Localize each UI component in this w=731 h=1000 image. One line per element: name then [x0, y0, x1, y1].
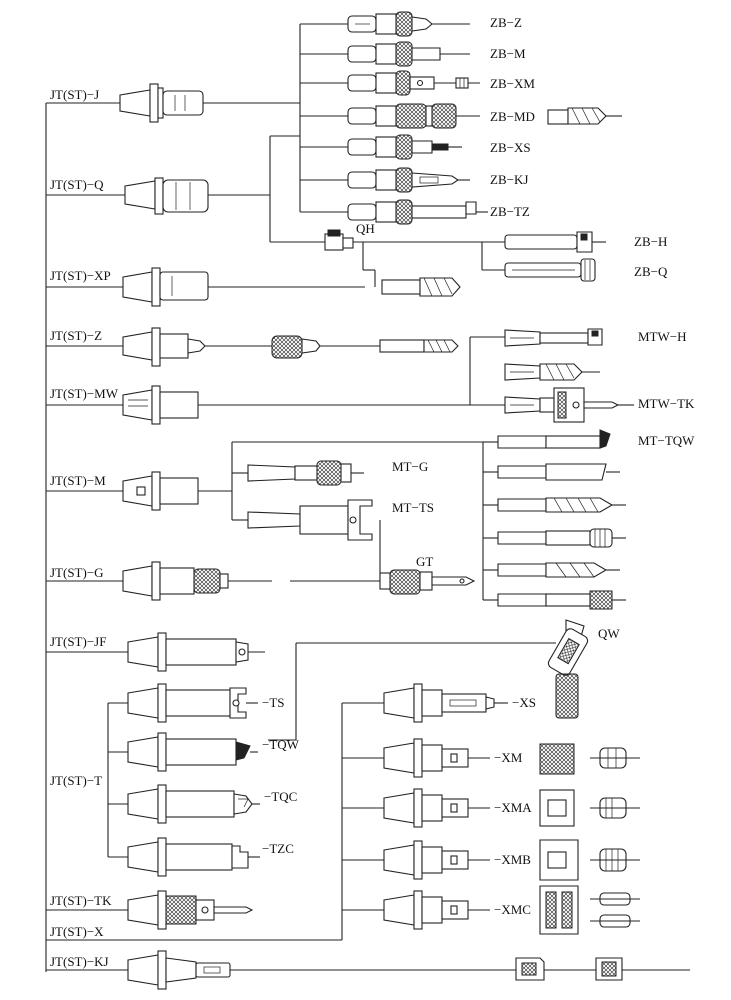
holder-labels: JT(ST)−J JT(ST)−Q JT(ST)−XP JT(ST)−Z JT(… [50, 87, 119, 969]
label-jt-xp: JT(ST)−XP [50, 268, 111, 283]
label-t-ts: −TS [262, 695, 285, 710]
mt-tqw-tools: MT−TQW [497, 429, 695, 610]
group-jt-t [107, 702, 128, 858]
label-jt-tk: JT(ST)−TK [50, 893, 112, 908]
holder-jt-z [122, 327, 272, 367]
label-jt-q: JT(ST)−Q [50, 177, 104, 192]
label-zb-m: ZB−M [490, 46, 526, 61]
label-mt-tqw: MT−TQW [638, 433, 695, 448]
label-zb-tz: ZB−TZ [490, 204, 530, 219]
zb-z-tool: ZB−Z [347, 11, 522, 37]
holder-jt-q [124, 177, 270, 215]
zb-xm-tool: ZB−XM [347, 70, 535, 96]
label-t-tzc: −TZC [262, 841, 294, 856]
label-jt-mw: JT(ST)−MW [50, 386, 119, 401]
drill-chuck [271, 335, 380, 359]
holder-jt-tk [127, 890, 254, 930]
label-zb-kj: ZB−KJ [490, 172, 528, 187]
label-mt-g: MT−G [392, 459, 428, 474]
mtw-h-tool: MTW−H [504, 328, 687, 347]
label-zb-q: ZB−Q [634, 264, 668, 279]
label-x-xs: −XS [512, 695, 536, 710]
label-jt-x: JT(ST)−X [50, 924, 104, 939]
label-jt-g: JT(ST)−G [50, 565, 104, 580]
main-spine [45, 102, 342, 972]
label-jt-kj: JT(ST)−KJ [50, 954, 109, 969]
label-x-xmb: −XMB [494, 852, 531, 867]
holder-jt-t-ts: −TS [127, 683, 285, 723]
holder-jt-mw [122, 385, 470, 425]
holder-jt-g [122, 561, 380, 601]
zb-xs-tool: ZB−XS [347, 134, 531, 160]
label-jt-z: JT(ST)−Z [50, 328, 102, 343]
zb-md-tool: ZB−MD [347, 103, 622, 129]
label-t-tqc: −TQC [264, 789, 297, 804]
label-mtw-h: MTW−H [638, 329, 687, 344]
qw-group: QW [268, 619, 620, 741]
label-mt-ts: MT−TS [392, 500, 434, 515]
zb-q-tool: ZB−Q [504, 258, 668, 282]
holder-x-xmc: −XMC [383, 885, 640, 935]
label-t-tqw: −TQW [262, 737, 300, 752]
label-zb-xm: ZB−XM [490, 76, 535, 91]
holder-x-xm: −XM [383, 738, 640, 778]
holder-x-xs: −XS [383, 683, 536, 723]
label-zb-md: ZB−MD [490, 109, 535, 124]
label-zb-xs: ZB−XS [490, 140, 531, 155]
label-jt-t: JT(ST)−T [50, 773, 102, 788]
mtw-tk-tool: MTW−TK [504, 387, 695, 423]
mt-ts-tool: MT−TS [247, 499, 434, 541]
gt-tool: GT [379, 554, 476, 595]
zb-h-tool: ZB−H [504, 231, 667, 253]
label-x-xma: −XMA [494, 800, 532, 815]
holder-jt-t-tqc: −TQC [127, 784, 297, 824]
holder-x-xma: −XMA [383, 788, 640, 828]
holder-jt-t-tzc: −TZC [127, 837, 294, 877]
zb-m-tool: ZB−M [347, 41, 526, 67]
zb-tz-tool: ZB−TZ [347, 199, 530, 225]
qh-block: QH [324, 221, 505, 287]
end-mill-xp [381, 277, 461, 297]
label-qh: QH [356, 221, 375, 236]
label-qw: QW [598, 626, 620, 641]
zb-bracket [269, 23, 348, 243]
mt-g-tool: MT−G [247, 459, 428, 486]
holder-jt-m [122, 471, 232, 511]
label-jt-m: JT(ST)−M [50, 473, 106, 488]
mtw-mill-tool [504, 363, 600, 381]
label-jt-j: JT(ST)−J [50, 87, 99, 102]
holder-jt-t-tqw: −TQW [127, 732, 300, 772]
holder-jt-jf [127, 632, 265, 672]
label-mtw-tk: MTW−TK [638, 396, 695, 411]
label-gt: GT [416, 554, 433, 569]
mt-bracket [231, 441, 498, 601]
label-jt-jf: JT(ST)−JF [50, 634, 106, 649]
zb-kj-tool: ZB−KJ [347, 167, 528, 193]
label-zb-z: ZB−Z [490, 15, 522, 30]
label-x-xmc: −XMC [494, 902, 531, 917]
label-x-xm: −XM [494, 750, 523, 765]
mtw-bracket [469, 336, 505, 406]
x-bracket [341, 702, 384, 940]
label-zb-h: ZB−H [634, 234, 667, 249]
holder-jt-xp [122, 267, 365, 307]
holder-jt-j [119, 83, 300, 123]
holder-x-xmb: −XMB [383, 839, 640, 881]
holder-jt-kj [127, 950, 690, 990]
twist-drill [379, 339, 459, 353]
